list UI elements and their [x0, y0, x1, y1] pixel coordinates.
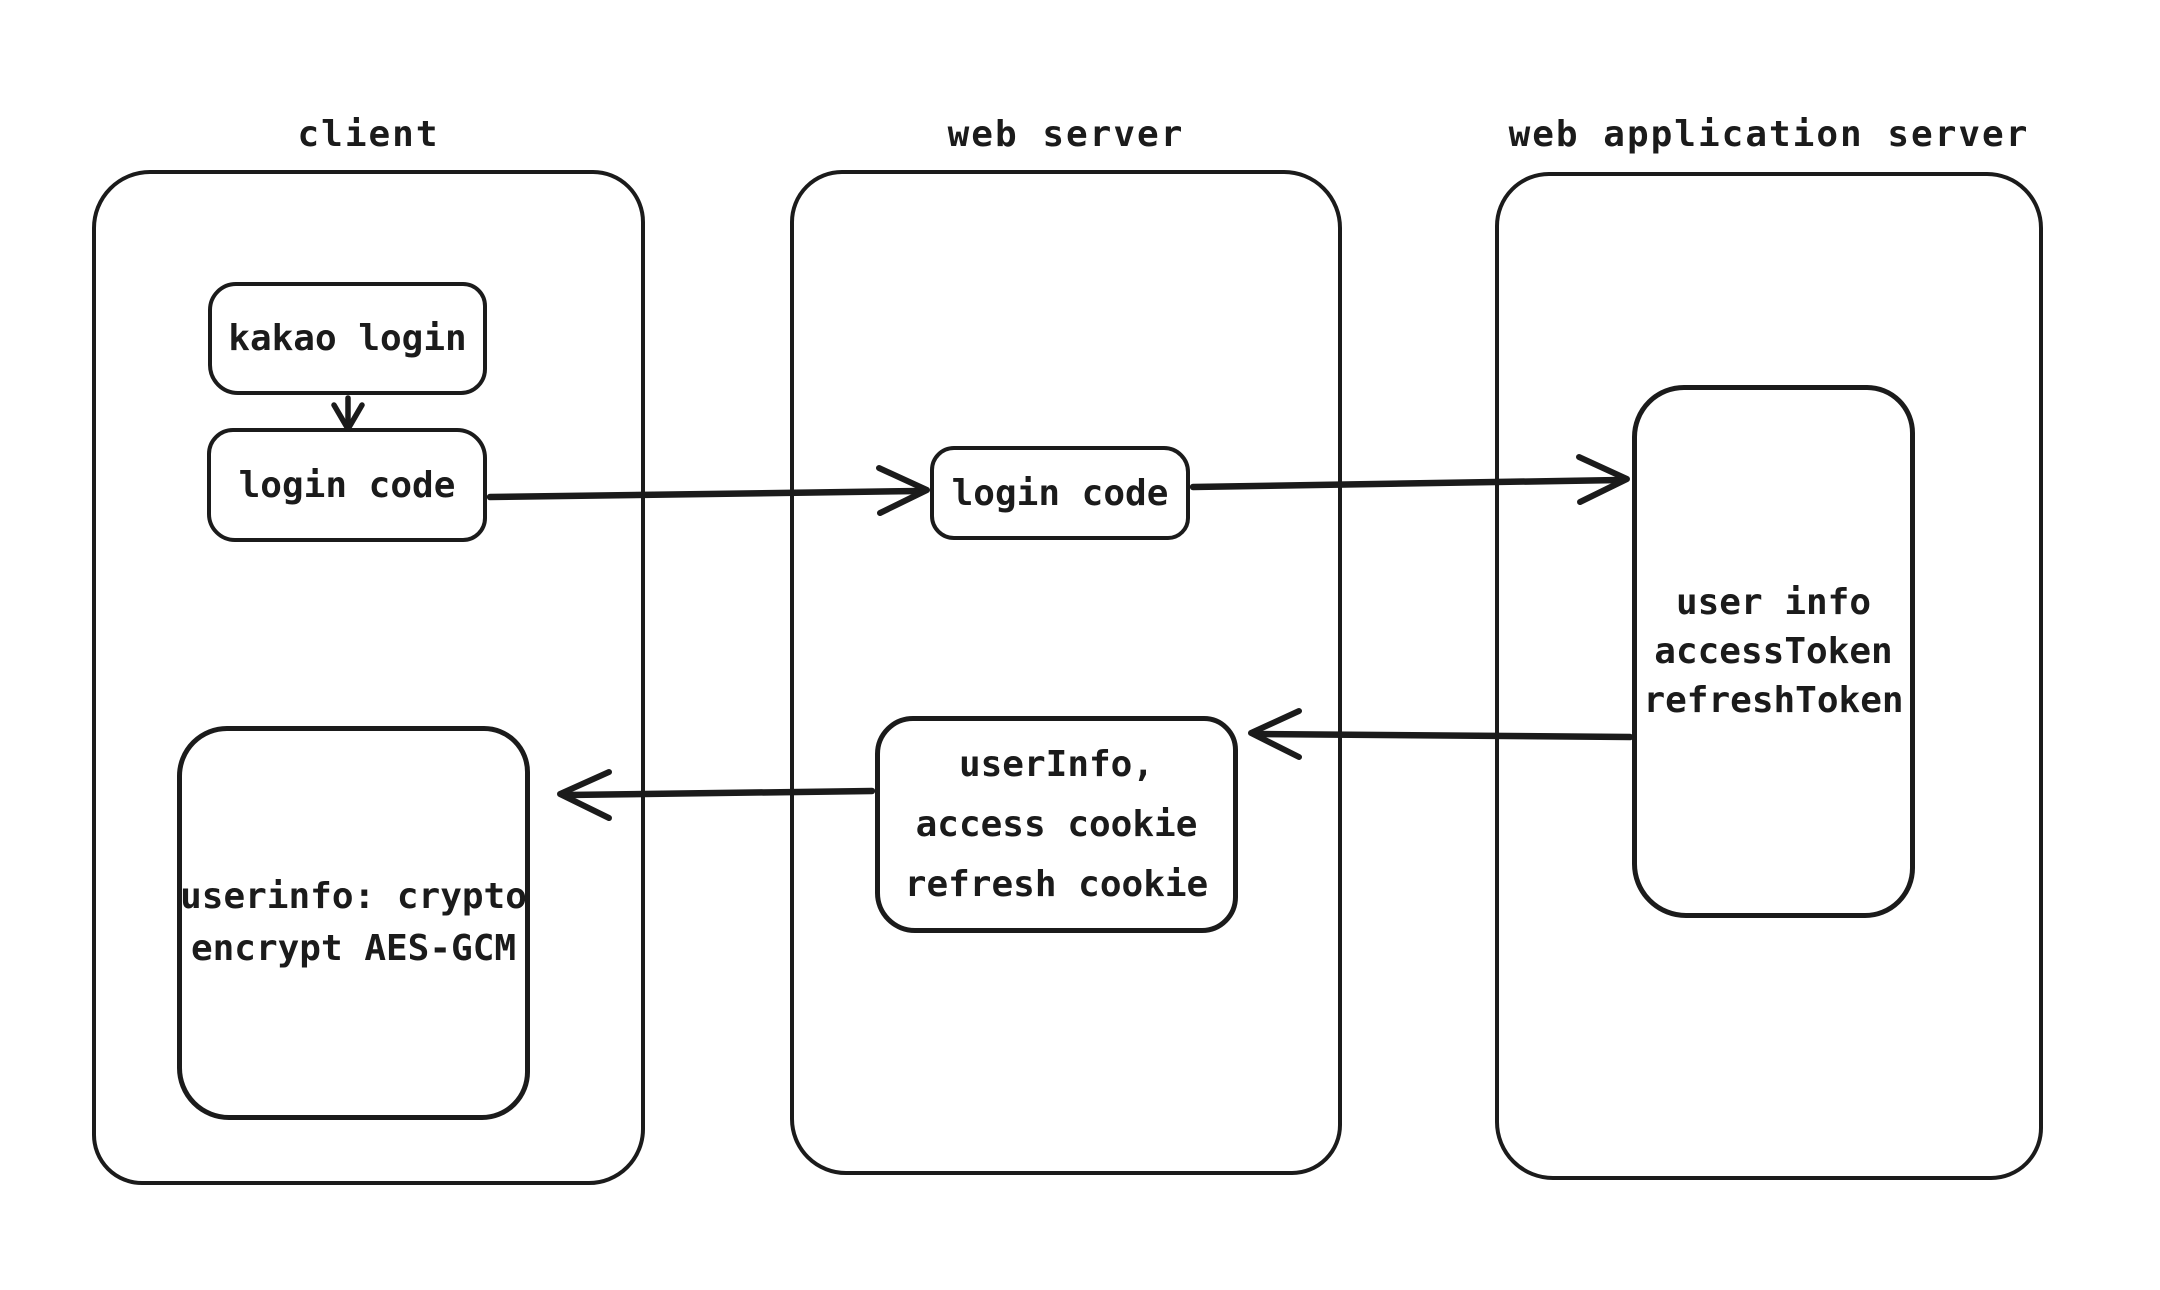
- column-label-web-server: web server: [947, 113, 1185, 155]
- userinfo-crypto-line-2: encrypt AES-GCM: [190, 928, 517, 969]
- userinfo-cookies-line-2: access cookie: [915, 803, 1198, 845]
- userinfo-crypto-line-1: userinfo: crypto: [180, 876, 527, 917]
- tokens-line-3: refreshToken: [1643, 680, 1904, 721]
- column-label-client: client: [297, 113, 440, 155]
- tokens-line-1: user info: [1675, 582, 1872, 623]
- tokens-line-2: accessToken: [1654, 631, 1893, 672]
- column-label-web-application-server: web application server: [1508, 113, 2030, 155]
- userinfo-cookies-node: userInfo, access cookie refresh cookie: [875, 716, 1238, 933]
- kakao-login-node: kakao login: [208, 282, 487, 395]
- login-code-web-server-node: login code: [930, 446, 1190, 540]
- web-server-container: [790, 170, 1342, 1175]
- userinfo-crypto-node: userinfo: crypto encrypt AES-GCM: [177, 726, 530, 1120]
- tokens-node: user info accessToken refreshToken: [1632, 385, 1915, 918]
- userinfo-cookies-line-3: refresh cookie: [904, 863, 1209, 905]
- kakao-login-label: kakao login: [228, 318, 467, 359]
- userinfo-cookies-line-1: userInfo,: [958, 743, 1155, 785]
- login-code-client-node: login code: [207, 428, 487, 542]
- login-code-web-server-label: login code: [951, 472, 1169, 514]
- login-code-client-label: login code: [238, 464, 456, 506]
